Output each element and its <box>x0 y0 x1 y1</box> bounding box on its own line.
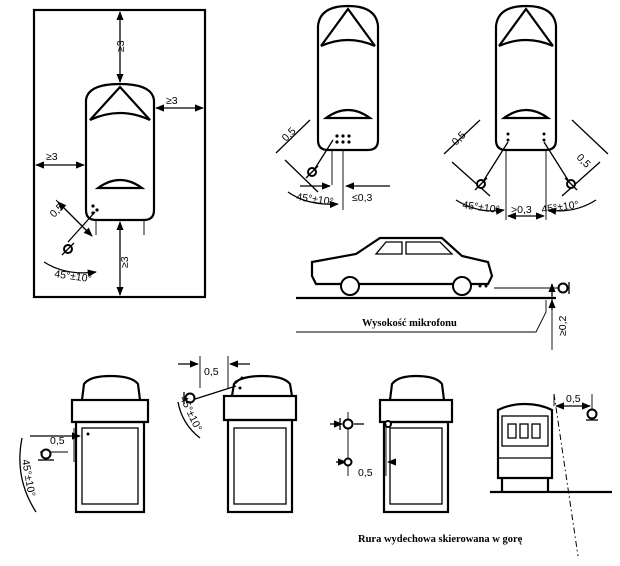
microphone-icon <box>38 448 54 461</box>
panel-rear-exhaust-high: 0,5 45°±10° <box>177 356 298 514</box>
exhaust-pipe <box>91 204 99 215</box>
rear-distance-label: ≥3 <box>119 256 131 268</box>
angle-arc <box>19 437 37 513</box>
exhaust-pipes-center <box>335 134 351 144</box>
microphone-direction-line <box>313 139 334 171</box>
microphone-icon-left <box>474 177 488 191</box>
panel-rear-exhaust-corner: 0,5 45°±10° <box>19 374 150 514</box>
microphone-icon-right <box>564 177 578 191</box>
panel-truck-exhaust-up: 0,5 Rura wydechowa skierowana w gorę <box>358 393 612 557</box>
car-side-view <box>310 236 494 296</box>
microphone-icon-lower <box>343 457 353 467</box>
dimension-ref-line <box>275 119 311 154</box>
height-label: ≥0,2 <box>557 315 569 336</box>
vehicle-top-view-3 <box>494 4 558 152</box>
panel-microphone-height: ≥0,2 Wysokość mikrofonu <box>296 236 570 350</box>
microphone-icon <box>61 242 75 256</box>
angle-arc <box>287 191 339 209</box>
angle-arc <box>177 401 201 439</box>
dimension-05-label: 0,5 <box>204 366 219 378</box>
dimension-05-label: 0,5 <box>358 467 373 479</box>
exhaust-outlet <box>478 284 488 288</box>
dimension-05-arrow <box>57 201 93 237</box>
left-distance-label: ≥3 <box>46 151 58 163</box>
exhaust-axis-line <box>553 393 579 557</box>
microphone-icon <box>183 392 196 404</box>
angle-label-right: 45°±10° <box>541 199 580 216</box>
angle-label: 45°±10° <box>54 268 93 285</box>
dimension-05-arrow <box>284 159 319 193</box>
panel-rear-twin-exhaust: 0,5 <box>330 374 454 514</box>
angle-arc-right <box>547 199 597 215</box>
angle-label: 45°±10° <box>296 191 335 208</box>
dimension-05-label: 0,5 <box>50 435 65 447</box>
microphone-height-caption: Wysokość mikrofonu <box>362 318 457 329</box>
microphone-icon <box>305 165 319 179</box>
dimension-05-label: 0,5 <box>48 201 67 220</box>
panel-single-exhaust: 0,5 45°±10° ≤0,3 <box>275 4 390 210</box>
microphone-icon-upper <box>339 418 354 430</box>
vehicle-rear-view-2 <box>222 374 298 514</box>
panel-twin-exhaust: 0,5 45°±10° 0,5 45°±10° >0,3 <box>443 4 609 220</box>
side-distance-label: ≥3 <box>166 95 178 107</box>
gap-label: ≤0,3 <box>352 192 373 204</box>
vehicle-top-view-2 <box>316 4 380 152</box>
angle-arc <box>43 261 97 277</box>
microphone-icon <box>557 282 570 294</box>
microphone-icon <box>586 408 598 421</box>
vehicle-rear-view-1 <box>70 374 150 514</box>
gap-label: >0,3 <box>511 204 532 216</box>
truck-rear-view <box>496 402 554 492</box>
angle-label-left: 45°±10° <box>462 199 501 216</box>
vehicle-top-view-1 <box>84 82 156 235</box>
test-area-boundary <box>32 8 207 299</box>
vehicle-rear-view-3 <box>378 374 454 514</box>
front-distance-label: ≥3 <box>115 40 127 52</box>
dimension-05-label-right: 0,5 <box>574 152 593 171</box>
panel-clear-area: ≥3 ≥3 ≥3 ≥3 0,5 45°±10° <box>32 8 207 299</box>
exhaust-up-caption: Rura wydechowa skierowana w gorę <box>358 534 523 545</box>
angle-arc-left <box>455 199 505 215</box>
dimension-05-label: 0,5 <box>280 125 299 144</box>
dimension-05-label: 0,5 <box>566 393 581 405</box>
